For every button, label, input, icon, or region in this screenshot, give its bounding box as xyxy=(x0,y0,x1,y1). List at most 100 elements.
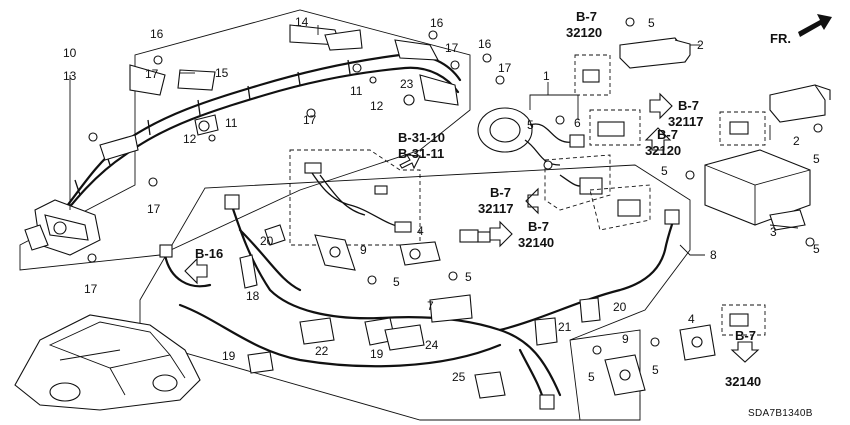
callout: 15 xyxy=(215,66,229,80)
callout: 20 xyxy=(613,300,627,314)
side-impact-sensor-upper xyxy=(619,17,691,69)
callout: 17 xyxy=(303,113,317,127)
callout: 19 xyxy=(370,347,384,361)
callout-numbers: 10 13 14 15 16 16 16 17 17 17 17 17 17 1… xyxy=(63,15,820,384)
side-impact-sensor-lower xyxy=(769,84,831,133)
bracket-9-left xyxy=(314,234,356,271)
connector-pair xyxy=(459,229,491,243)
callout: 19 xyxy=(222,349,236,363)
srs-control-unit xyxy=(704,149,811,231)
callout: 5 xyxy=(648,16,655,30)
ref-section: B-7 xyxy=(528,219,549,234)
callout: 18 xyxy=(246,289,260,303)
callout: 17 xyxy=(84,282,98,296)
sensor-connector-3 xyxy=(729,121,749,135)
front-direction-label: FR. xyxy=(770,31,791,46)
callout: 6 xyxy=(574,116,581,130)
callout: 24 xyxy=(425,338,439,352)
callout: 17 xyxy=(147,202,161,216)
callout: 22 xyxy=(315,344,329,358)
front-sensor-4b xyxy=(679,324,716,361)
callout: 14 xyxy=(295,15,309,29)
sensor-conn-box-1 xyxy=(574,54,611,96)
callout: 12 xyxy=(183,132,197,146)
reference-labels: B-7 32120 B-7 32117 B-7 32120 B-7 32117 … xyxy=(195,9,761,389)
sensor-connector-4 xyxy=(729,313,749,327)
callout: 13 xyxy=(63,69,77,83)
curtain-airbag xyxy=(24,24,462,256)
callout: 16 xyxy=(478,37,492,51)
sensor-conn-box-3 xyxy=(719,111,766,146)
left-fasteners xyxy=(87,30,505,263)
mid-bolts xyxy=(367,115,660,355)
callout: 4 xyxy=(417,224,424,238)
callout: 21 xyxy=(558,320,572,334)
callout: 5 xyxy=(813,152,820,166)
clock-spring xyxy=(477,107,585,166)
bracket-9-right xyxy=(604,354,646,396)
callout: 2 xyxy=(793,134,800,148)
callout: 5 xyxy=(465,270,472,284)
callout: 2 xyxy=(697,38,704,52)
callout: 17 xyxy=(445,41,459,55)
callout: 9 xyxy=(360,243,367,257)
ref-section: B-7 xyxy=(576,9,597,24)
callout: 16 xyxy=(150,27,164,41)
callout: 5 xyxy=(588,370,595,384)
connector-detail xyxy=(304,162,412,233)
mid-connector-a xyxy=(579,177,603,195)
sensor-conn-box-2 xyxy=(589,109,641,146)
ref-page: 32117 xyxy=(478,201,513,216)
front-direction-indicator xyxy=(798,14,832,37)
sensor-conn-box-4 xyxy=(721,304,766,336)
ref-section: B-16 xyxy=(195,246,223,261)
ref-page: 32120 xyxy=(566,25,602,40)
ref-page: 32117 xyxy=(668,114,703,129)
callout: 8 xyxy=(710,248,717,262)
mid-connector-b xyxy=(617,199,641,217)
callout: 3 xyxy=(770,225,777,239)
ref-page: 32140 xyxy=(518,235,554,250)
callout: 16 xyxy=(430,16,444,30)
callout: 11 xyxy=(350,84,363,98)
callout: 17 xyxy=(145,67,159,81)
callout: 5 xyxy=(393,275,400,289)
ref-section: B-7 xyxy=(735,328,756,343)
callout: 1 xyxy=(543,69,550,83)
callout: 5 xyxy=(661,164,668,178)
ref-section: B-7 xyxy=(490,185,511,200)
callout: 5 xyxy=(652,363,659,377)
callout: 25 xyxy=(452,370,466,384)
diagram-code: SDA7B1340B xyxy=(748,408,813,419)
floor-harness xyxy=(159,194,680,410)
vehicle-illustration xyxy=(14,314,201,411)
reference-arrows xyxy=(184,92,760,363)
callout: 17 xyxy=(498,61,512,75)
callout: 5 xyxy=(527,118,534,132)
front-sensor-4 xyxy=(399,241,441,266)
ref-section: B-31-10 xyxy=(398,130,445,145)
leader-lines xyxy=(69,25,799,410)
ref-page: 32120 xyxy=(645,143,681,158)
left-assembly-frame xyxy=(19,9,471,271)
ref-page: 32140 xyxy=(725,374,761,389)
callout: 12 xyxy=(370,99,384,113)
connector-detail-frame xyxy=(289,149,421,246)
sensor-connector-1 xyxy=(582,69,600,83)
harness-clips xyxy=(239,224,601,399)
mid-wire-a xyxy=(559,174,581,187)
callout: 7 xyxy=(427,299,434,313)
callout: 20 xyxy=(260,234,274,248)
callout: 11 xyxy=(225,116,238,130)
callout: 10 xyxy=(63,46,77,60)
callout: 4 xyxy=(688,312,695,326)
callout: 5 xyxy=(813,242,820,256)
ref-section: B-7 xyxy=(657,127,678,142)
sensor-connector-2 xyxy=(597,121,625,137)
ref-section: B-31-11 xyxy=(398,146,444,161)
ref-section: B-7 xyxy=(678,98,699,113)
callout: 9 xyxy=(622,332,629,346)
harness-frame xyxy=(139,164,691,421)
